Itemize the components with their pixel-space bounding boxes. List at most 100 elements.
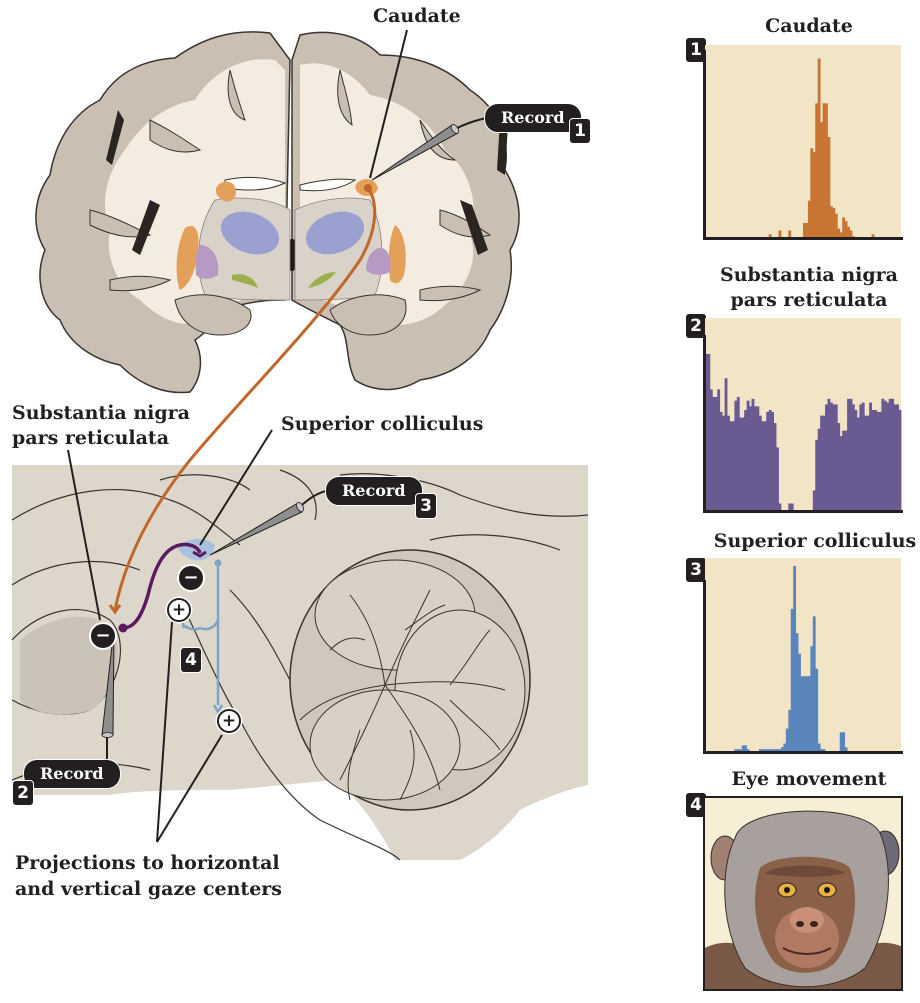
- globus-pallidus-right: [366, 247, 391, 275]
- eye-movement-image-frame: [703, 796, 903, 991]
- snr-histogram-bar-30: [778, 503, 782, 511]
- snr-histogram-bar-58: [847, 398, 850, 511]
- sc-histogram-bar-32: [783, 743, 787, 751]
- caudate-histogram-bar-43: [810, 148, 814, 238]
- caudate-to-snr-pathway: [113, 187, 377, 611]
- panel-4-title: Eye movement: [731, 768, 887, 790]
- caudate-histogram-bar-44: [812, 151, 816, 238]
- snr-histogram-bar-13: [736, 396, 740, 511]
- sc-histogram-bar-29: [776, 749, 779, 751]
- snr-histogram-bar-34: [788, 503, 792, 511]
- panel-1-title: Caudate: [765, 15, 853, 37]
- snr-histogram-bar-15: [741, 417, 745, 511]
- caudate-histogram-bar-42: [807, 200, 811, 238]
- sc-histogram-bar-31: [780, 747, 784, 751]
- snr-histogram-bar-22: [758, 415, 762, 511]
- caudate-histogram-bar-30: [778, 230, 782, 238]
- snr-histogram-bar-54: [837, 423, 841, 511]
- sc-histogram-bar-33: [785, 728, 789, 751]
- sc-histogram-bar-41: [805, 676, 809, 751]
- snr-histogram-bar-68: [871, 410, 875, 511]
- caudate-histogram-bar-46: [817, 58, 821, 239]
- panel-1-plot-area: [705, 45, 901, 238]
- caudate-histogram-bar-47: [820, 122, 823, 238]
- snr-histogram-bar-53: [834, 404, 838, 511]
- snr-histogram-bar-3: [712, 396, 716, 511]
- caudate-histogram: [768, 58, 875, 239]
- sc-histogram-bar-55: [839, 732, 843, 751]
- sc-histogram-bar-30: [778, 749, 782, 751]
- sc-histogram-bar-13: [736, 749, 740, 751]
- record-1-label: Record: [484, 103, 582, 133]
- globus-pallidus-left: [195, 245, 219, 279]
- thalamus-left: [220, 211, 280, 255]
- sc-histogram-bar-36: [793, 565, 797, 751]
- snr-histogram-bar-18: [749, 406, 752, 511]
- sc-histogram-bar-44: [812, 616, 816, 751]
- sc-histogram-bar-38: [798, 653, 801, 751]
- snr-histogram-bar-60: [852, 404, 855, 511]
- snr-histogram-bar-76: [891, 398, 895, 511]
- snr-histogram-bar-61: [854, 410, 858, 511]
- caudate-leader-line: [369, 29, 408, 179]
- record-1-number: 1: [569, 118, 591, 144]
- sc-histogram-bar-57: [844, 747, 848, 751]
- panel-3-y-axis: [703, 580, 706, 753]
- caudate-histogram-bar-41: [805, 223, 809, 238]
- caudate-histogram-bar-45: [815, 103, 819, 238]
- snr-histogram-bar-4: [714, 396, 718, 511]
- sc-leader-line: [199, 429, 273, 546]
- snr-histogram-bar-0: [705, 353, 708, 511]
- snr-histogram-bar-26: [768, 410, 772, 511]
- snr-leader-line: [67, 449, 101, 621]
- sc-to-gaze-pathway: [199, 563, 220, 705]
- snr-histogram-bar-70: [876, 411, 880, 511]
- snr-histogram-bar-1: [707, 353, 711, 511]
- caudate-histogram-bar-54: [837, 228, 841, 238]
- sc-histogram-bar-15: [741, 745, 745, 751]
- snr-label-line1: Substantia nigra: [12, 402, 190, 424]
- snr-histogram-bar-19: [751, 398, 755, 511]
- projections-leader-left: [156, 621, 173, 843]
- sc-histogram-bar-12: [734, 749, 738, 751]
- cerebellum: [289, 549, 531, 811]
- snr-histogram-bar-65: [864, 415, 868, 511]
- caudate-histogram-bar-58: [847, 226, 850, 238]
- sc-histogram-bar-40: [803, 676, 806, 751]
- snr-histogram-bar-52: [832, 404, 836, 511]
- gaze-excitatory-synapse-1: +: [167, 598, 191, 622]
- snr-histogram-bar-77: [893, 404, 897, 511]
- panel-2-y-axis: [703, 335, 706, 513]
- caudate-histogram-bar-68: [871, 234, 875, 238]
- sc-histogram-bar-46: [817, 743, 821, 751]
- snr-histogram-bar-78: [896, 404, 899, 511]
- snr-histogram-bar-51: [829, 402, 833, 511]
- snr-histogram-bar-35: [790, 503, 794, 511]
- sc-histogram-bar-42: [807, 676, 811, 751]
- snr-histogram-bar-8: [724, 378, 728, 511]
- step-4-badge: 4: [180, 647, 202, 673]
- putamen-right: [388, 225, 406, 284]
- superior-colliculus-label: Superior colliculus: [281, 413, 484, 435]
- snr-histogram-bar-16: [744, 410, 748, 511]
- caudate-histogram-bar-52: [832, 208, 836, 238]
- snr-histogram-bar-67: [869, 402, 872, 511]
- sc-histogram-bar-26: [768, 749, 772, 751]
- snr-histogram-bar-27: [771, 411, 774, 511]
- snr-histogram-bar-17: [746, 400, 750, 511]
- monkey-face-image: [705, 810, 901, 989]
- sc-histogram-bar-22: [758, 749, 762, 751]
- record-2-number: 2: [12, 780, 34, 806]
- panel-2-title-line1: Substantia nigra: [720, 264, 898, 286]
- snr-histogram-bar-11: [731, 421, 735, 511]
- caudate-histogram-bar-49: [825, 103, 828, 238]
- caudate-histogram-bar-40: [803, 223, 806, 238]
- snr-histogram-bar-12: [734, 400, 738, 511]
- snr-histogram-bar-55: [839, 436, 843, 511]
- caudate-histogram-bar-55: [839, 232, 843, 238]
- caudate-histogram-bar-57: [844, 221, 848, 238]
- snr-to-sc-pathway: [122, 542, 202, 630]
- snr-histogram-bar-10: [729, 421, 733, 511]
- snr-histogram-bar-24: [763, 421, 767, 511]
